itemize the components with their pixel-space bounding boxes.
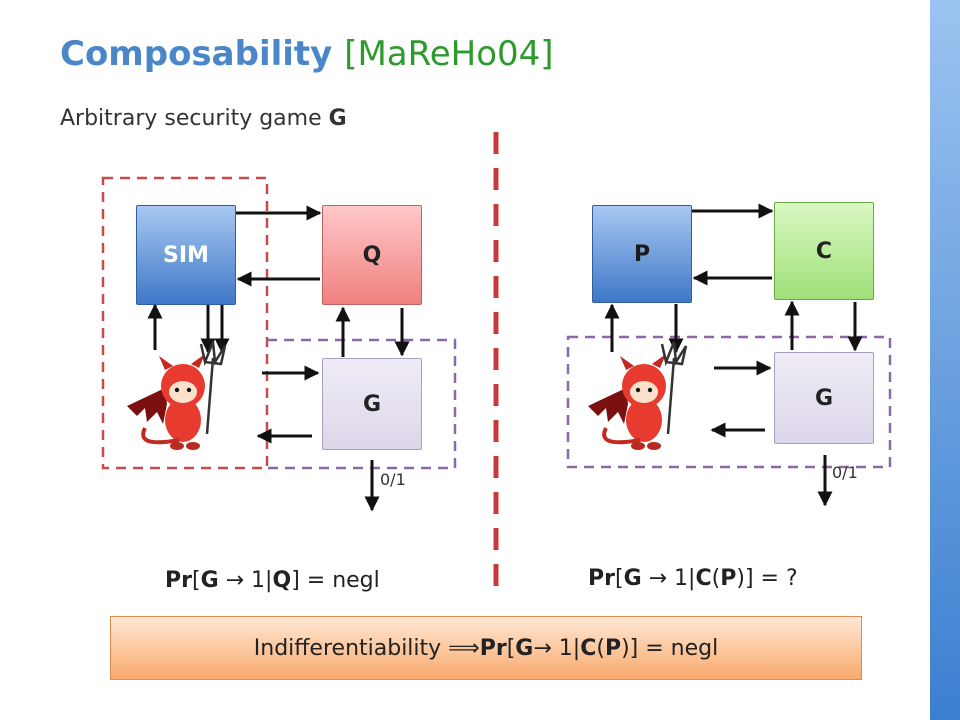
slide-title: Composability [MaReHo04] xyxy=(60,34,554,74)
slide-subtitle: Arbitrary security game G xyxy=(60,106,347,131)
title-main: Composability xyxy=(60,34,333,74)
game-box-right: G xyxy=(774,352,874,444)
accent-sidebar xyxy=(930,0,960,720)
p-box: P xyxy=(592,205,692,303)
conclusion-banner: Indifferentiability ⟹ Pr[G → 1|C(P)] = n… xyxy=(110,616,862,680)
output-label-right: 0/1 xyxy=(832,463,858,482)
title-citation: [MaReHo04] xyxy=(344,34,554,74)
diagram-lines xyxy=(101,132,892,598)
game-box-left: G xyxy=(322,358,422,450)
q-box: Q xyxy=(322,205,422,305)
output-label-left: 0/1 xyxy=(380,470,406,489)
c-label: C xyxy=(815,238,833,264)
subtitle-prefix: Arbitrary security game xyxy=(60,106,329,131)
p-label: P xyxy=(633,241,651,267)
subtitle-game: G xyxy=(328,106,347,131)
sim-box: SIM xyxy=(136,205,236,305)
formula-left: Pr[G → 1|Q] = negl xyxy=(165,568,380,593)
adversary-devil-icon xyxy=(127,341,227,450)
game-region-left xyxy=(267,338,457,470)
game-label-right: G xyxy=(814,385,834,411)
simulator-region xyxy=(101,176,269,470)
q-label: Q xyxy=(362,242,382,268)
c-box: C xyxy=(774,202,874,300)
game-region-right xyxy=(566,335,892,469)
formula-right: Pr[G → 1|C(P)] = ? xyxy=(588,566,798,591)
banner-prefix: Indifferentiability ⟹ xyxy=(253,635,480,661)
sim-label: SIM xyxy=(163,242,209,268)
adversary-devil-icon-right xyxy=(588,341,688,450)
game-label-left: G xyxy=(362,391,382,417)
